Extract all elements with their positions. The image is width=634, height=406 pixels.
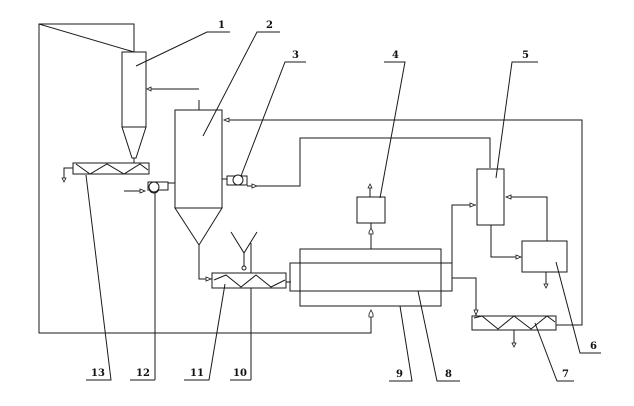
- label-2: 2: [266, 20, 273, 31]
- column-5: [476, 168, 505, 226]
- rotary-drum-9: [299, 248, 442, 307]
- label-13: 13: [91, 368, 105, 379]
- arrow-right-icon: [251, 183, 259, 189]
- arrow-down-icon: [473, 309, 479, 317]
- callout-5: 5: [495, 50, 538, 179]
- drum-inner-8: [289, 262, 453, 292]
- fan-3-outlet: [247, 137, 491, 187]
- cyclone-tower-2: [174, 109, 223, 246]
- drum-to-column-line: [451, 204, 476, 273]
- arrow-down-icon: [61, 177, 67, 183]
- screw-conveyor-11: [211, 272, 287, 289]
- recycle-loop-bottom: [38, 24, 372, 334]
- arrow-up-icon: [367, 183, 373, 189]
- arrow-left-icon: [222, 117, 230, 123]
- arrow-down-icon: [543, 283, 549, 289]
- label-10: 10: [233, 368, 247, 379]
- label-7: 7: [562, 369, 569, 380]
- callout-3: 3: [240, 50, 306, 177]
- callout-4: 4: [379, 50, 406, 199]
- label-12: 12: [136, 368, 150, 379]
- callout-11: 11: [184, 283, 226, 381]
- arrow-right-icon: [515, 254, 523, 260]
- callout-12: 12: [130, 368, 155, 381]
- arrow-up-icon: [368, 227, 374, 235]
- arrow-down-icon: [511, 342, 517, 348]
- screw-conveyor-13: [72, 162, 150, 175]
- screw-conveyor-7: [471, 315, 557, 331]
- label-3: 3: [292, 50, 299, 61]
- label-8: 8: [445, 369, 452, 380]
- silo-1: [121, 51, 147, 163]
- column-5-bottom-line: [490, 225, 521, 258]
- feed-hopper-10: [230, 231, 258, 271]
- recycle-line-left: [38, 23, 135, 133]
- tank-to-column-return: [506, 196, 548, 241]
- arrow-right-icon: [205, 276, 213, 282]
- callout-9: 9: [389, 305, 413, 382]
- callout-7: 7: [534, 322, 574, 382]
- fan-12: [147, 181, 169, 194]
- arrow-right-icon: [469, 202, 477, 208]
- drum-to-conveyor-7: [452, 277, 477, 316]
- callout-2: 2: [202, 20, 280, 137]
- vessel-4: [356, 196, 386, 224]
- fan-3: [226, 174, 248, 186]
- callout-1: 1: [135, 20, 230, 67]
- label-6: 6: [590, 341, 597, 352]
- arrow-left-icon: [504, 194, 512, 200]
- label-4: 4: [392, 50, 399, 61]
- recycle-loop-left: [39, 23, 135, 52]
- tank-6: [521, 240, 568, 273]
- label-5: 5: [522, 50, 529, 61]
- arrow-right-icon: [139, 188, 147, 194]
- callout-13: 13: [85, 174, 112, 381]
- label-1: 1: [218, 20, 225, 31]
- tower-bottom-line: [198, 245, 212, 280]
- outlet-line-13: [63, 167, 73, 180]
- arrow-left-icon: [146, 86, 152, 92]
- callout-6: 6: [555, 261, 601, 354]
- return-line-top: [224, 119, 583, 326]
- arrow-up-icon: [368, 309, 374, 318]
- label-9: 9: [396, 369, 403, 380]
- label-11: 11: [190, 368, 204, 379]
- callout-8: 8: [417, 290, 460, 382]
- callout-10: 10: [230, 368, 251, 381]
